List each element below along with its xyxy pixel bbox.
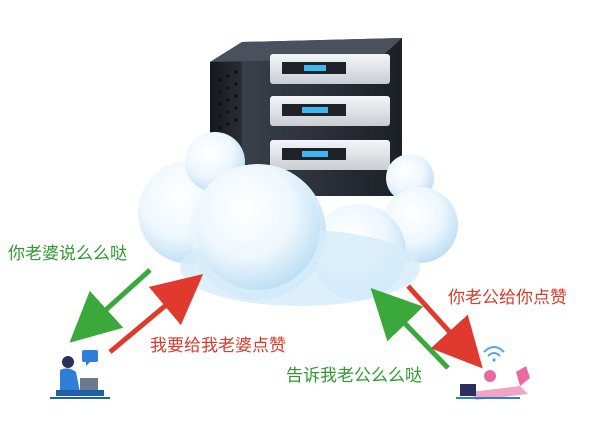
label-right-green: 告诉我老公么么哒 [286, 366, 422, 386]
server-rack-icon [210, 38, 402, 210]
chat-bubble-icon [82, 350, 98, 362]
label-left-red: 我要给我老婆点赞 [150, 336, 286, 356]
arrow-right-green [370, 288, 450, 370]
label-left-green: 你老婆说么么哒 [8, 244, 127, 264]
drive-bay-2 [270, 96, 390, 126]
arrow-left-red [108, 273, 204, 354]
label-right-red: 你老公给你点赞 [448, 288, 567, 308]
drive-bay-1 [270, 54, 390, 84]
cloud-icon [138, 132, 458, 306]
person-with-laptop-icon [50, 350, 110, 399]
wifi-icon [483, 346, 505, 362]
server-vents [218, 70, 238, 130]
arrow-left-green [69, 268, 152, 343]
person-lying-with-laptop-icon [456, 346, 530, 400]
drive-bay-3 [270, 140, 390, 170]
